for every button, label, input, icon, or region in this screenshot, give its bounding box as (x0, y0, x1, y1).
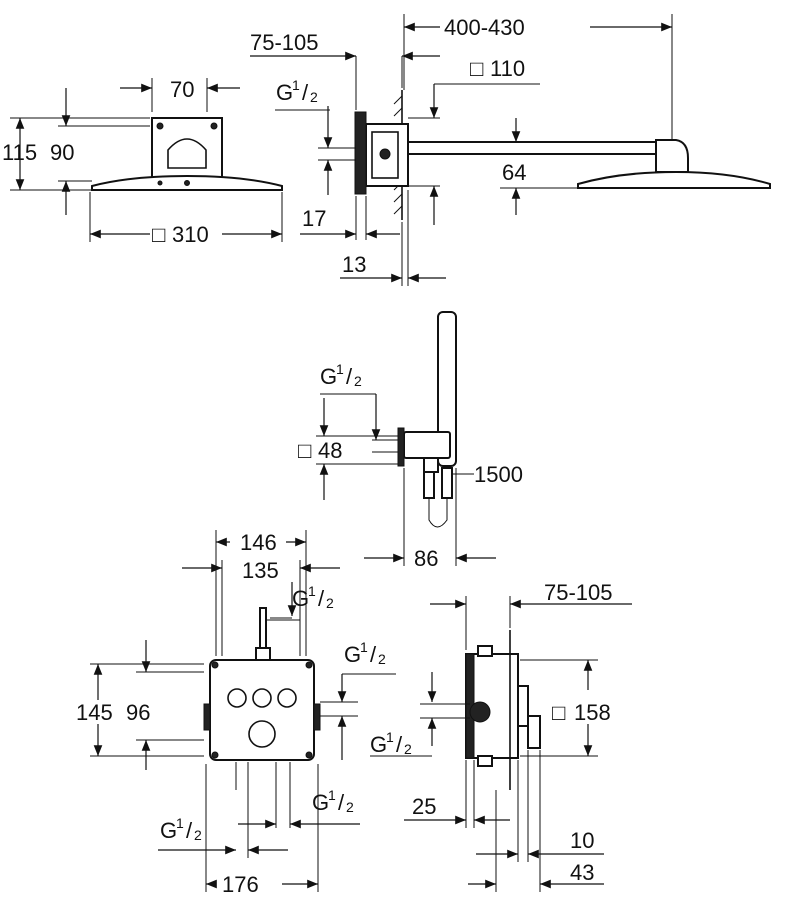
shower-arm (407, 141, 657, 155)
dim-43: 43 (570, 860, 594, 885)
valve-side-view: 75-105 □ 158 G 1 / 2 25 10 43 (370, 580, 632, 892)
dim-13: 13 (342, 252, 366, 277)
dim-48: 48 (318, 438, 342, 463)
svg-text:/: / (396, 732, 403, 757)
valve-thread-bottom-left: G (160, 818, 177, 843)
svg-text:/: / (186, 818, 193, 843)
thread-g-label: G (276, 80, 293, 105)
dim-146: 146 (240, 530, 277, 555)
hand-shower (437, 311, 457, 467)
dim-310-symbol: □ (152, 222, 165, 247)
dim-158: 158 (574, 700, 611, 725)
dim-64: 64 (502, 160, 526, 185)
dim-310: 310 (172, 222, 209, 247)
dim-400-430: 400-430 (444, 15, 525, 40)
dim-135: 135 (242, 558, 279, 583)
dim-70: 70 (170, 77, 194, 102)
valve-box (209, 659, 315, 761)
dim-176: 176 (222, 872, 259, 897)
outlet-2 (252, 688, 272, 708)
hand-thread-g: G (320, 364, 337, 389)
svg-text:1: 1 (292, 77, 300, 93)
side-thread-g: G (370, 732, 387, 757)
wall-outlet-holder (403, 431, 451, 459)
svg-text:/: / (346, 364, 353, 389)
svg-text:1: 1 (328, 787, 336, 803)
dim-side-75-105: 75-105 (544, 580, 613, 605)
svg-text:2: 2 (354, 373, 362, 389)
valve-front-view: 146 135 G 1 / 2 145 96 G 1 / 2 (76, 530, 396, 897)
hand-shower-view: G 1 / 2 □ 48 1500 86 (298, 311, 523, 571)
valve-thread-right: G (344, 642, 361, 667)
shower-head-front-view: 70 115 90 □ 310 (2, 77, 283, 247)
dim-25: 25 (412, 794, 436, 819)
dim-10: 10 (570, 828, 594, 853)
svg-text:1: 1 (308, 583, 316, 599)
dim-17: 17 (302, 206, 326, 231)
dim-110: 110 (490, 56, 525, 81)
dim-110-symbol: □ (470, 56, 483, 81)
arm-elbow (655, 139, 689, 173)
shower-head-side (577, 170, 771, 189)
svg-text:1: 1 (176, 815, 184, 831)
svg-text:/: / (370, 642, 377, 667)
side-knob (527, 715, 541, 749)
shower-arm-connector (151, 117, 223, 181)
svg-text:2: 2 (326, 595, 334, 611)
dim-96: 96 (126, 700, 150, 725)
dim-158-symbol: □ (552, 700, 565, 725)
hose (428, 498, 448, 528)
side-inlet (469, 701, 491, 723)
svg-text:/: / (302, 80, 309, 105)
dim-75-105: 75-105 (250, 30, 319, 55)
svg-text:/: / (338, 790, 345, 815)
svg-text:/: / (318, 586, 325, 611)
dim-86: 86 (414, 546, 438, 571)
svg-text:1: 1 (386, 729, 394, 745)
valve-thread-top: G (292, 586, 309, 611)
dim-115: 115 (2, 140, 37, 165)
dim-48-symbol: □ (298, 438, 311, 463)
dim-145: 145 (76, 700, 113, 725)
svg-text:1: 1 (336, 361, 344, 377)
svg-text:2: 2 (310, 89, 318, 105)
shower-head-side-view: 400-430 75-105 G 1 / 2 □ 110 64 17 (250, 14, 771, 286)
svg-text:2: 2 (346, 799, 354, 815)
svg-text:2: 2 (194, 827, 202, 843)
outlet-1 (227, 688, 247, 708)
valve-thread-bottom-right: G (312, 790, 329, 815)
dim-90: 90 (50, 140, 74, 165)
dim-1500: 1500 (474, 462, 523, 487)
svg-text:2: 2 (378, 651, 386, 667)
thermostat-cartridge (248, 720, 276, 748)
svg-text:1: 1 (360, 639, 368, 655)
connector-cutout (167, 138, 207, 169)
svg-text:2: 2 (404, 741, 412, 757)
mounting-plate (354, 111, 367, 195)
outlet-3 (277, 688, 297, 708)
